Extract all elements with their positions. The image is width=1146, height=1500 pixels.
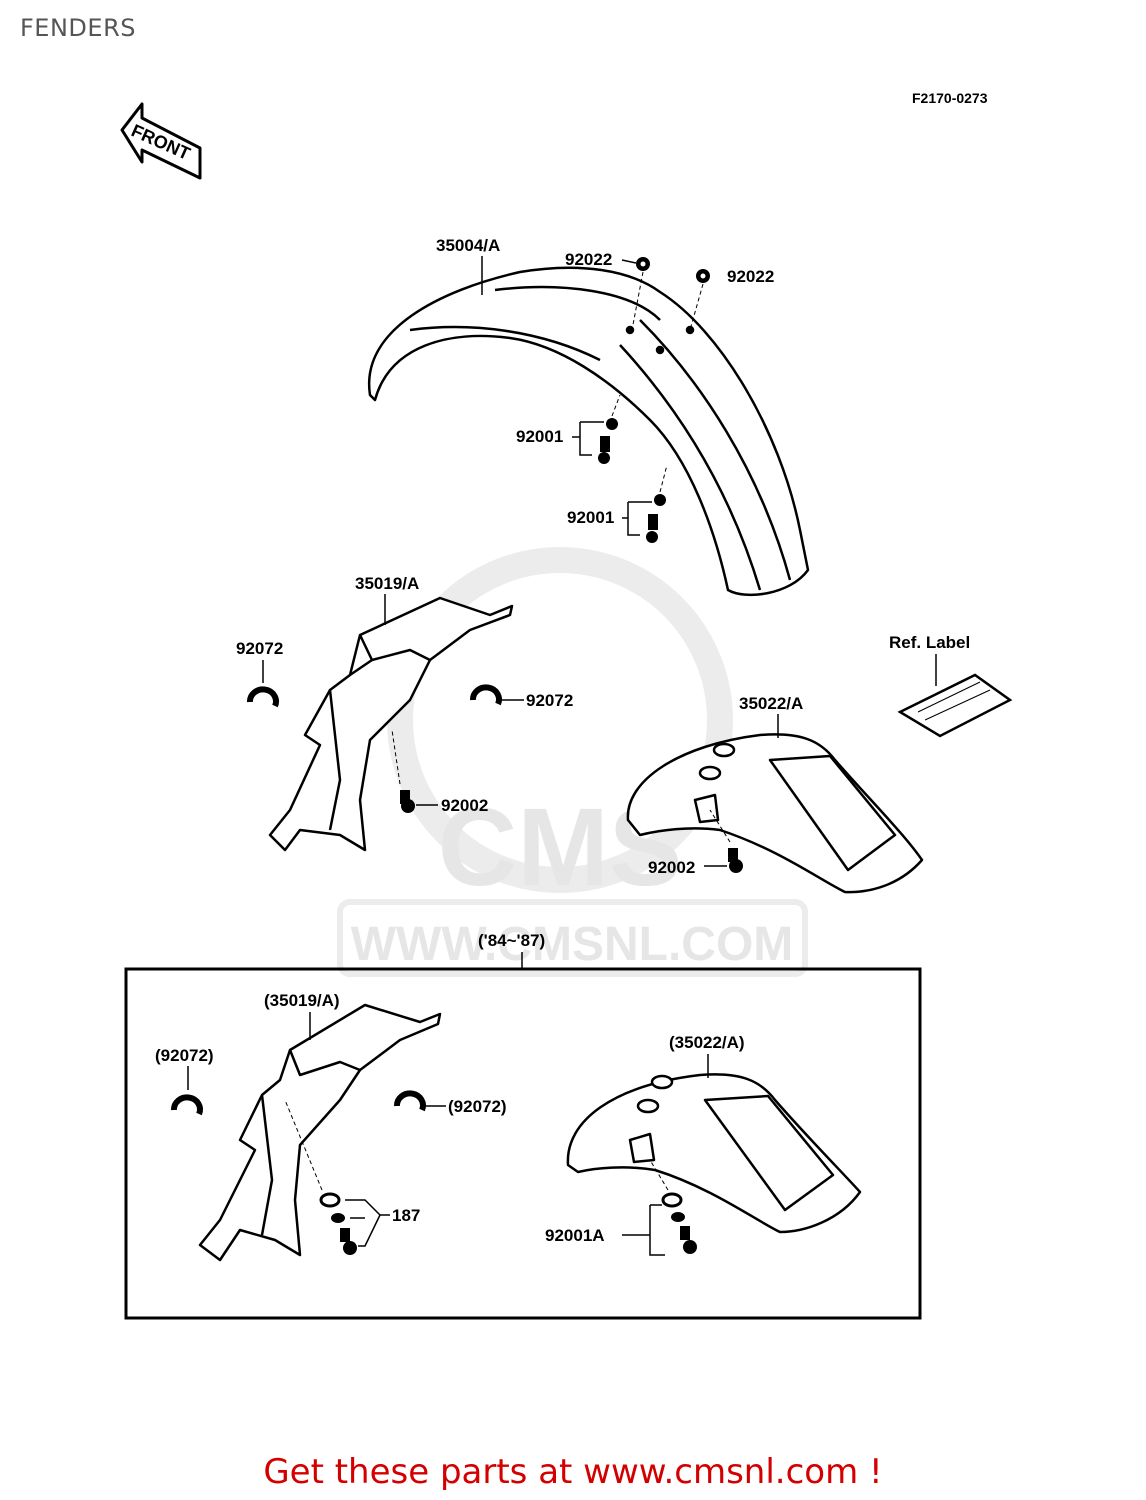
label-variant-rear-bolt: 92001A xyxy=(545,1226,605,1245)
bolt-icon xyxy=(598,418,666,543)
label-bolt-lower: 92001 xyxy=(567,508,614,527)
page-title: FENDERS xyxy=(20,14,136,42)
label-variant-clamp-left: (92072) xyxy=(155,1046,214,1065)
label-variant-years: ('84~'87) xyxy=(478,931,545,950)
front-arrow-icon: FRONT xyxy=(120,102,202,180)
label-flap: 35019/A xyxy=(355,574,419,593)
cap-nut-icon xyxy=(636,257,710,283)
rear-fender-drawing xyxy=(566,1073,862,1234)
clamp-icon xyxy=(171,1090,426,1116)
diagram-code: F2170-0273 xyxy=(912,90,988,106)
label-rear-fender: 35022/A xyxy=(739,694,803,713)
label-cap-left: 92022 xyxy=(565,250,612,269)
mud-flap-drawing xyxy=(198,1003,442,1262)
variant-box: ('84~'87) (35019/A) (92072) (92072) 187 xyxy=(124,931,922,1320)
cta-banner: Get these parts at www.cmsnl.com ! xyxy=(0,1452,1146,1492)
cta-link[interactable]: Get these parts at www.cmsnl.com ! xyxy=(263,1452,883,1492)
mud-flap-drawing xyxy=(268,596,514,852)
washer-bolt-icon xyxy=(661,1192,697,1254)
watermark: CMS WWW.CMSNL.COM xyxy=(337,547,808,977)
label-ref-label: Ref. Label xyxy=(889,633,970,652)
screw-icon xyxy=(400,790,415,813)
label-variant-clamp-right: (92072) xyxy=(448,1097,507,1116)
label-clamp-left: 92072 xyxy=(236,639,283,658)
front-fender-drawing xyxy=(367,266,810,597)
label-flap-bolt: 92002 xyxy=(441,796,488,815)
watermark-text: WWW.CMSNL.COM xyxy=(351,918,794,971)
label-rear-bolt: 92002 xyxy=(648,858,695,877)
label-front-fender: 35004/A xyxy=(436,236,500,255)
screw-icon xyxy=(728,848,743,873)
reference-label-drawing xyxy=(897,673,1013,738)
rear-fender-drawing xyxy=(626,733,924,894)
label-bolt-upper: 92001 xyxy=(516,427,563,446)
label-variant-washer-set: 187 xyxy=(392,1206,420,1225)
label-variant-rear-fender: (35022/A) xyxy=(669,1033,745,1052)
clamp-icon xyxy=(247,684,502,708)
washer-bolt-icon xyxy=(319,1192,357,1255)
label-clamp-right: 92072 xyxy=(526,691,573,710)
label-variant-flap: (35019/A) xyxy=(264,991,340,1010)
label-cap-right: 92022 xyxy=(727,267,774,286)
